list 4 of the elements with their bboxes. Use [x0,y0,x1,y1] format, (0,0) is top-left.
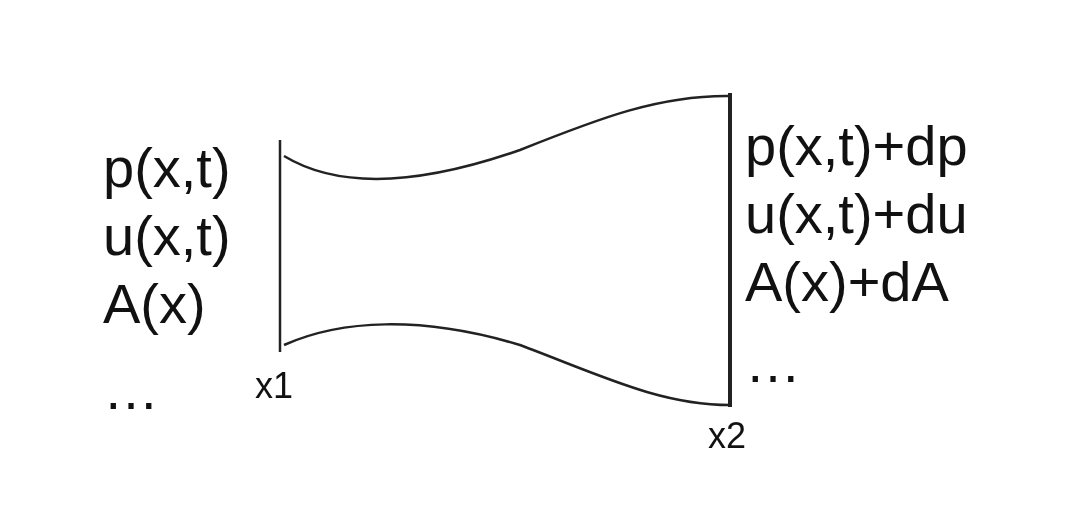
ellipsis: … [745,335,801,391]
position-label: x1 [255,368,294,404]
ellipsis: … [103,362,159,418]
position-label: x2 [708,418,747,454]
